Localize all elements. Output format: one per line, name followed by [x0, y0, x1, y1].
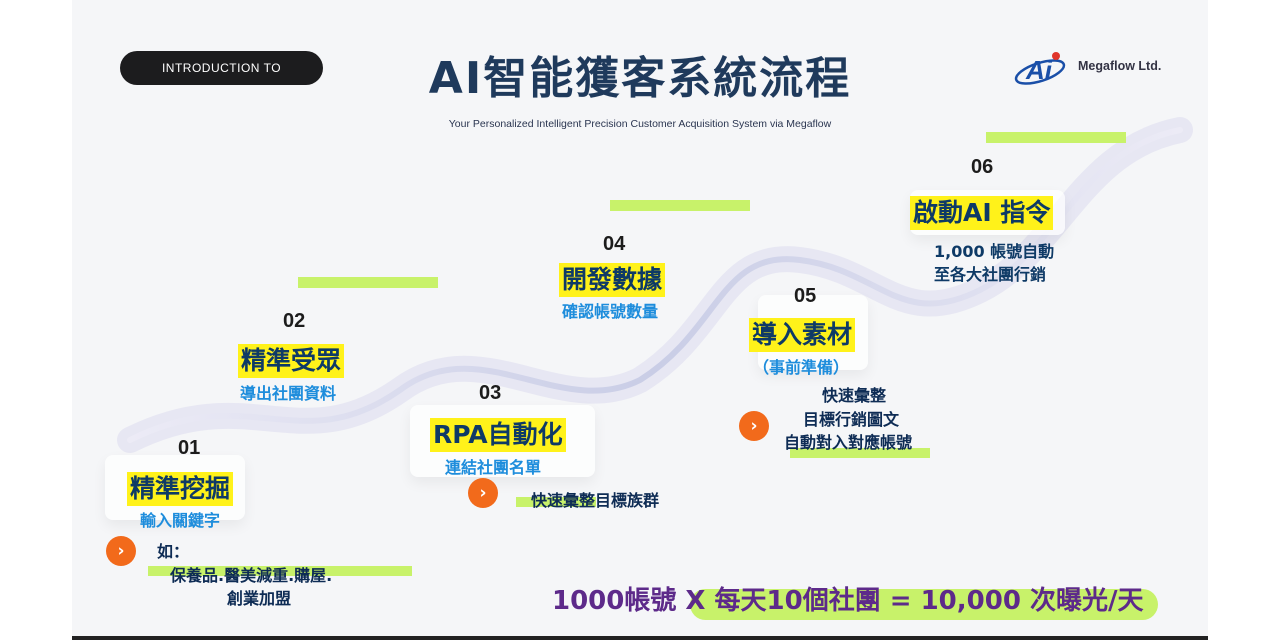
accent-bar — [986, 132, 1126, 143]
accent-bar — [298, 277, 438, 288]
accent-bar — [148, 566, 412, 576]
megaflow-logo-icon: Ai — [1014, 52, 1066, 85]
step-subtitle: 導出社團資料 — [240, 384, 337, 403]
step-subtitle: 1,000 帳號自動 — [934, 242, 1055, 261]
step-number: 01 — [178, 437, 201, 459]
chevron-right-icon: › — [468, 478, 498, 508]
step-number: 05 — [794, 285, 817, 307]
step1-note-line: 創業加盟 — [227, 589, 292, 608]
accent-bar — [610, 200, 750, 211]
step5-note-line: 自動對入對應帳號 — [784, 433, 913, 452]
exposure-equation: 1000帳號 X 每天10個社團 = 10,000 次曝光/天 — [552, 586, 1144, 616]
step-title: 開發數據 — [559, 263, 666, 297]
page-title: AI智能獲客系統流程 — [428, 53, 852, 104]
step-title: 啟動AI 指令 — [910, 196, 1054, 230]
step-subtitle: 確認帳號數量 — [562, 302, 659, 321]
chevron-right-icon: › — [106, 536, 136, 566]
step-number: 06 — [971, 156, 994, 178]
step-subtitle: 連結社團名單 — [445, 458, 542, 477]
step-subtitle: 輸入關鍵字 — [140, 511, 221, 530]
accent-bar — [790, 448, 930, 458]
accent-bar — [516, 497, 596, 507]
step5-note-line: 目標行銷圖文 — [803, 410, 900, 429]
step1-note-line: 保養品.醫美減重.購屋. — [170, 566, 333, 585]
step-title: RPA自動化 — [430, 418, 566, 452]
step-title: 精準受眾 — [238, 344, 345, 378]
step-number: 02 — [283, 310, 306, 332]
page-subtitle: Your Personalized Intelligent Precision … — [448, 118, 832, 130]
equation-highlight — [690, 589, 1158, 620]
step-number: 03 — [479, 382, 502, 404]
logo-mark-text: Ai — [1025, 55, 1053, 85]
step1-note-label: 如： — [157, 542, 190, 561]
step-number: 04 — [603, 233, 626, 255]
chevron-right-icon: › — [739, 411, 769, 441]
step5-note-line: 快速彙整 — [822, 386, 887, 405]
step-subtitle: （事前準備） — [753, 358, 850, 377]
company-name: Megaflow Ltd. — [1078, 59, 1162, 73]
step-subtitle: 至各大社團行銷 — [934, 265, 1047, 284]
bottom-border — [72, 636, 1208, 640]
step-title: 導入素材 — [749, 318, 856, 352]
intro-pill: INTRODUCTION TO — [120, 51, 323, 85]
step-title: 精準挖掘 — [127, 472, 234, 506]
step3-note: 快速彙整目標族群 — [531, 491, 660, 510]
